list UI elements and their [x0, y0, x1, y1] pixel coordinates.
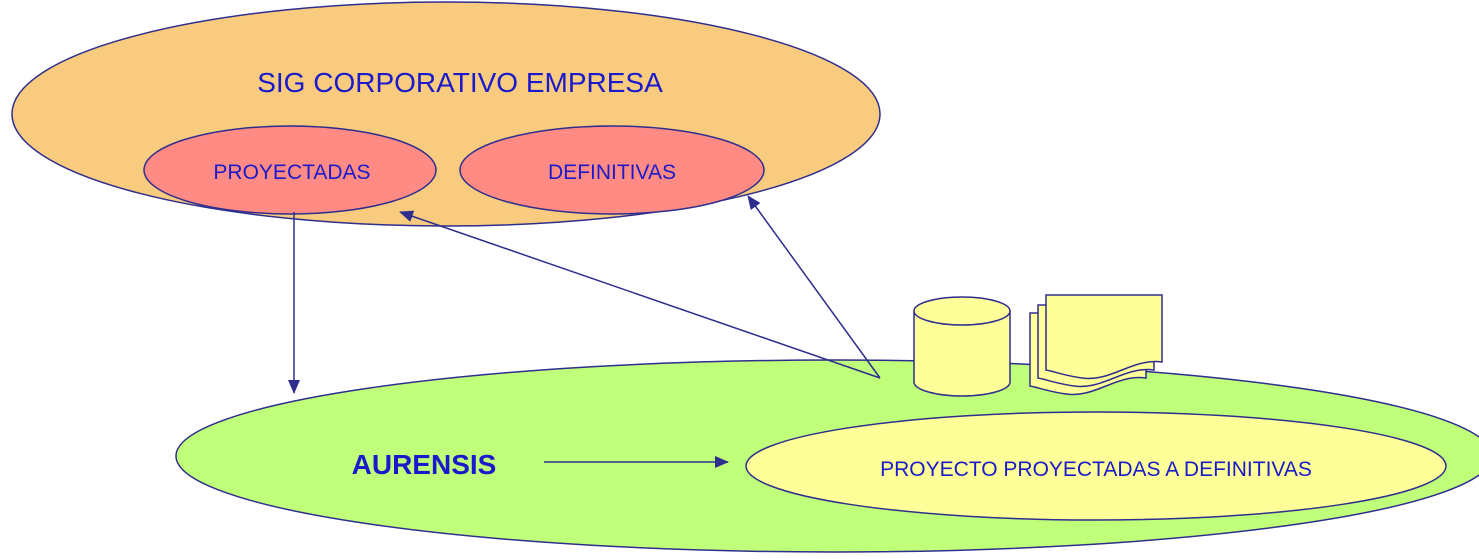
- aurensis-label: AURENSIS: [352, 449, 497, 480]
- corporate-ellipse: [11, 1, 881, 227]
- definitivas-label: DEFINITIVAS: [548, 161, 676, 184]
- proyecto-label: PROYECTO PROYECTADAS A DEFINITIVAS: [880, 458, 1312, 481]
- corporate-label: SIG CORPORATIVO EMPRESA: [257, 67, 663, 98]
- definitivas-ellipse: [459, 125, 765, 215]
- proyectadas-ellipse: [143, 125, 437, 215]
- documents-icon: [1029, 294, 1163, 396]
- database-icon: [913, 296, 1011, 397]
- arrow-to-proyectadas: [399, 210, 881, 379]
- arrow-to-definitivas: [747, 195, 881, 379]
- proyecto-ellipse: [745, 411, 1447, 521]
- proyectadas-label: PROYECTADAS: [213, 161, 370, 184]
